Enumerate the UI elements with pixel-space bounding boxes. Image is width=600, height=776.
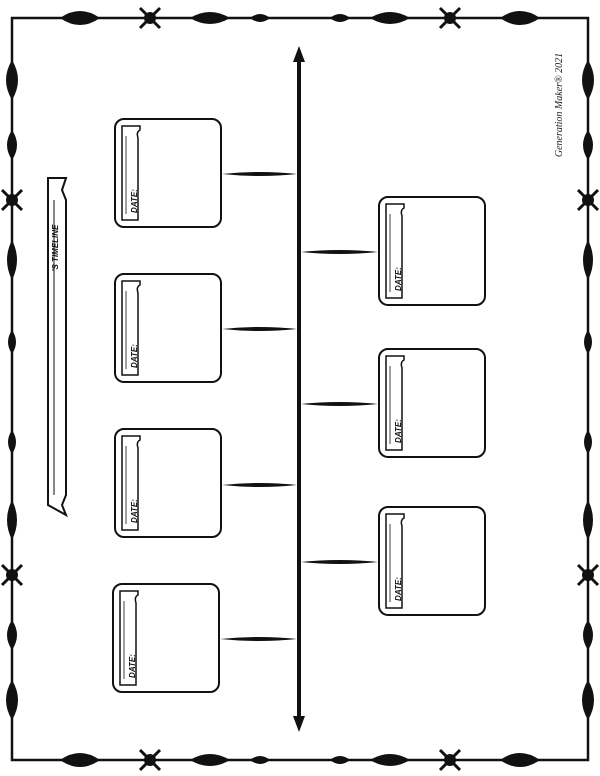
- arrow-down-icon: [293, 716, 305, 732]
- event-connector: [222, 483, 297, 487]
- date-tab-icon: [385, 513, 405, 609]
- title-ribbon: [47, 177, 68, 518]
- top-border-ornament: [60, 6, 540, 30]
- date-tab-icon: [121, 435, 141, 531]
- event-card[interactable]: DATE:: [114, 428, 222, 538]
- date-tab-icon: [121, 280, 141, 376]
- date-label: DATE:: [394, 577, 403, 601]
- event-connector: [301, 250, 378, 254]
- event-card[interactable]: DATE:: [378, 348, 486, 458]
- date-label: DATE:: [130, 499, 139, 523]
- date-label: DATE:: [394, 267, 403, 291]
- left-border-ornament: [0, 60, 24, 720]
- copyright-text: Generation Maker® 2021: [554, 52, 565, 158]
- event-connector: [222, 327, 297, 331]
- event-connector: [220, 637, 297, 641]
- right-border-ornament: [576, 60, 600, 720]
- event-connector: [222, 172, 297, 176]
- date-tab-icon: [119, 590, 139, 686]
- date-tab-icon: [385, 203, 405, 299]
- event-card[interactable]: DATE:: [378, 506, 486, 616]
- date-label: DATE:: [130, 189, 139, 213]
- date-label: DATE:: [394, 419, 403, 443]
- event-card[interactable]: DATE:: [114, 273, 222, 383]
- arrow-up-icon: [293, 46, 305, 62]
- date-tab-icon: [121, 125, 141, 221]
- event-connector: [301, 402, 378, 406]
- date-label: DATE:: [130, 344, 139, 368]
- event-connector: [301, 560, 378, 564]
- event-card[interactable]: DATE:: [112, 583, 220, 693]
- event-card[interactable]: DATE:: [114, 118, 222, 228]
- timeline-title: 'S TIMELINE: [51, 224, 60, 272]
- date-label: DATE:: [128, 654, 137, 678]
- timeline-axis: [293, 46, 305, 732]
- bottom-border-ornament: [60, 748, 540, 772]
- date-tab-icon: [385, 355, 405, 451]
- event-card[interactable]: DATE:: [378, 196, 486, 306]
